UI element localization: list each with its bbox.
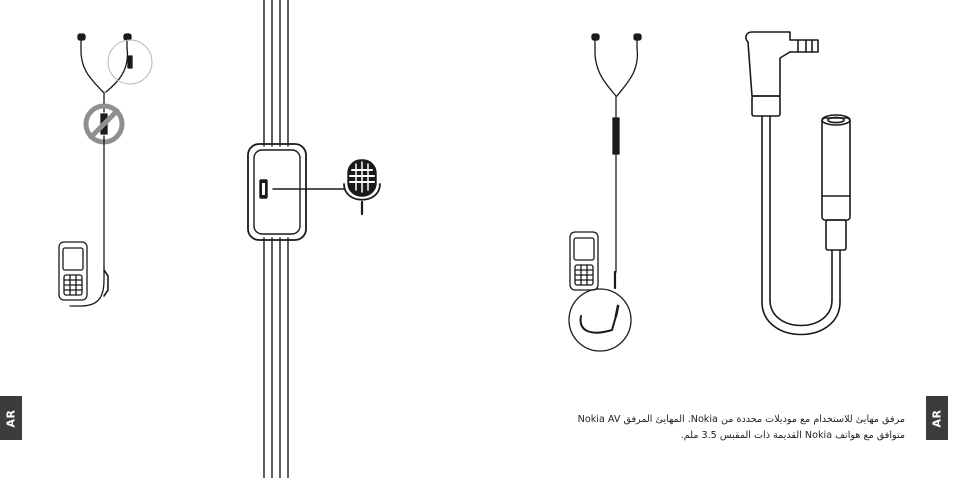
strap [263,0,289,478]
plug-detail-icon [568,288,632,352]
language-tab-label: AR [4,409,18,427]
zoom-circle [107,39,153,85]
earbud-right-icon [123,33,132,49]
microphone-icon [343,159,381,216]
av-adapter-cable-icon [745,31,851,336]
caption-line-1: مرفق مهايئ للاستخدام مع موديلات محددة من… [577,414,905,425]
nokia-phone-icon [569,231,599,291]
adapter-caption: مرفق مهايئ للاستخدام مع موديلات محددة من… [560,412,905,444]
language-tab-right: AR [926,396,948,440]
earbud-left-icon [591,33,600,49]
mic-clip-icon [247,143,307,241]
nokia-phone-icon [58,241,88,301]
language-tab-left: AR [0,396,22,440]
caption-line-2: متوافق مع هواتف Nokia القديمة ذات المقبس… [680,430,905,441]
earbud-left-icon [77,33,86,49]
earbud-right-icon [633,33,642,49]
language-tab-label: AR [930,409,944,427]
